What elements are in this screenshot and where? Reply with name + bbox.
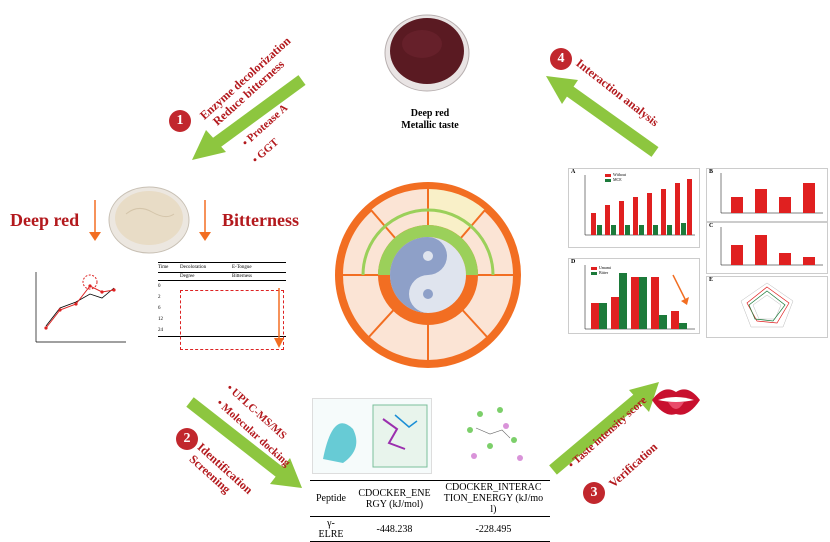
step3-number-badge: 3: [583, 482, 605, 504]
panel-a-bar-chart: A Without MCE: [568, 168, 700, 248]
table-header-decoloration: Decoloration: [180, 265, 207, 270]
docking-header-peptide: Peptide: [316, 493, 346, 504]
table-row-time-3: 12: [158, 317, 163, 322]
orange-down-arrow-right: [199, 200, 211, 241]
panel-e-radar-chart: E: [706, 276, 828, 338]
table-sub-degree: Degree: [180, 274, 195, 279]
docking-table-row: γ-ELRE -448.238 -228.495: [310, 517, 550, 542]
deep-red-powder-dish: [384, 8, 470, 92]
orange-trend-arrow-table: [274, 288, 284, 348]
table-row-time-2: 6: [158, 306, 161, 311]
table-row-time-4: 24: [158, 328, 163, 333]
panel-d-legend-2: Bitter: [599, 270, 609, 275]
powder-caption: Deep red Metallic taste: [360, 108, 500, 132]
orange-down-arrow-left: [89, 200, 101, 241]
panel-b-label: B: [709, 169, 714, 175]
panel-c-bar-chart: C: [706, 222, 828, 274]
step4-number-badge: 4: [550, 48, 572, 70]
arrow-step4: [546, 76, 659, 157]
panel-c-label: C: [709, 223, 714, 229]
lips-icon: [650, 380, 702, 420]
docking-row-interaction-energy: -228.495: [475, 523, 512, 535]
table-row: 24: [158, 325, 286, 337]
docking-header-interaction-energy: CDOCKER_INTERACTION_ENERGY (kJ/mol): [443, 482, 544, 515]
deep-red-label: Deep red: [10, 210, 80, 230]
decoloration-table: Time Decoloration E-Tongue Degree Bitter…: [158, 262, 286, 350]
table-row: 6: [158, 303, 286, 314]
panel-a-legend-2: MCE: [613, 177, 622, 182]
arrow-step3: [549, 382, 659, 475]
panel-d-label: D: [571, 259, 576, 265]
arrow-step1: [192, 75, 306, 160]
panel-b-bar-chart: B: [706, 168, 828, 222]
powder-label-1: Deep red: [410, 108, 450, 119]
table-header-time: Time: [158, 265, 169, 270]
docking-3d-image: [312, 398, 432, 474]
table-row: 2: [158, 292, 286, 303]
treated-powder-dish: [108, 184, 190, 254]
table-highlight-box: [180, 290, 284, 350]
docking-energy-table: Peptide CDOCKER_ENERGY (kJ/mol) CDOCKER_…: [310, 480, 550, 542]
docking-2d-interaction-map: [440, 400, 550, 470]
panel-e-label: E: [709, 277, 714, 283]
panel-d-legend-1: Umami: [599, 265, 611, 270]
panel-a-legend-1: Without: [613, 172, 626, 177]
step1-number-badge: 1: [169, 110, 191, 132]
docking-row-peptide: γ-ELRE: [318, 518, 344, 540]
docking-row-energy: -448.238: [376, 523, 413, 535]
step2-number-badge: 2: [176, 428, 198, 450]
panel-d-bar-chart: D Umami Bitter: [568, 258, 700, 334]
table-row-time-0: 0: [158, 284, 161, 289]
arrow-step2: [186, 397, 302, 488]
table-sub-bitterness: Bitterness: [232, 274, 252, 279]
docking-header-energy: CDOCKER_ENERGY (kJ/mol): [358, 487, 431, 510]
table-row: 12: [158, 314, 286, 325]
panel-a-label: A: [571, 169, 576, 175]
table-row: 0: [158, 281, 286, 292]
bitterness-label: Bitterness: [222, 210, 299, 230]
table-header-etongue: E-Tongue: [232, 265, 252, 270]
powder-label-2: Metallic taste: [401, 120, 459, 131]
table-row-time-1: 2: [158, 295, 161, 300]
decoloration-line-chart: [35, 272, 126, 343]
central-wheel-diagram: [333, 180, 523, 370]
